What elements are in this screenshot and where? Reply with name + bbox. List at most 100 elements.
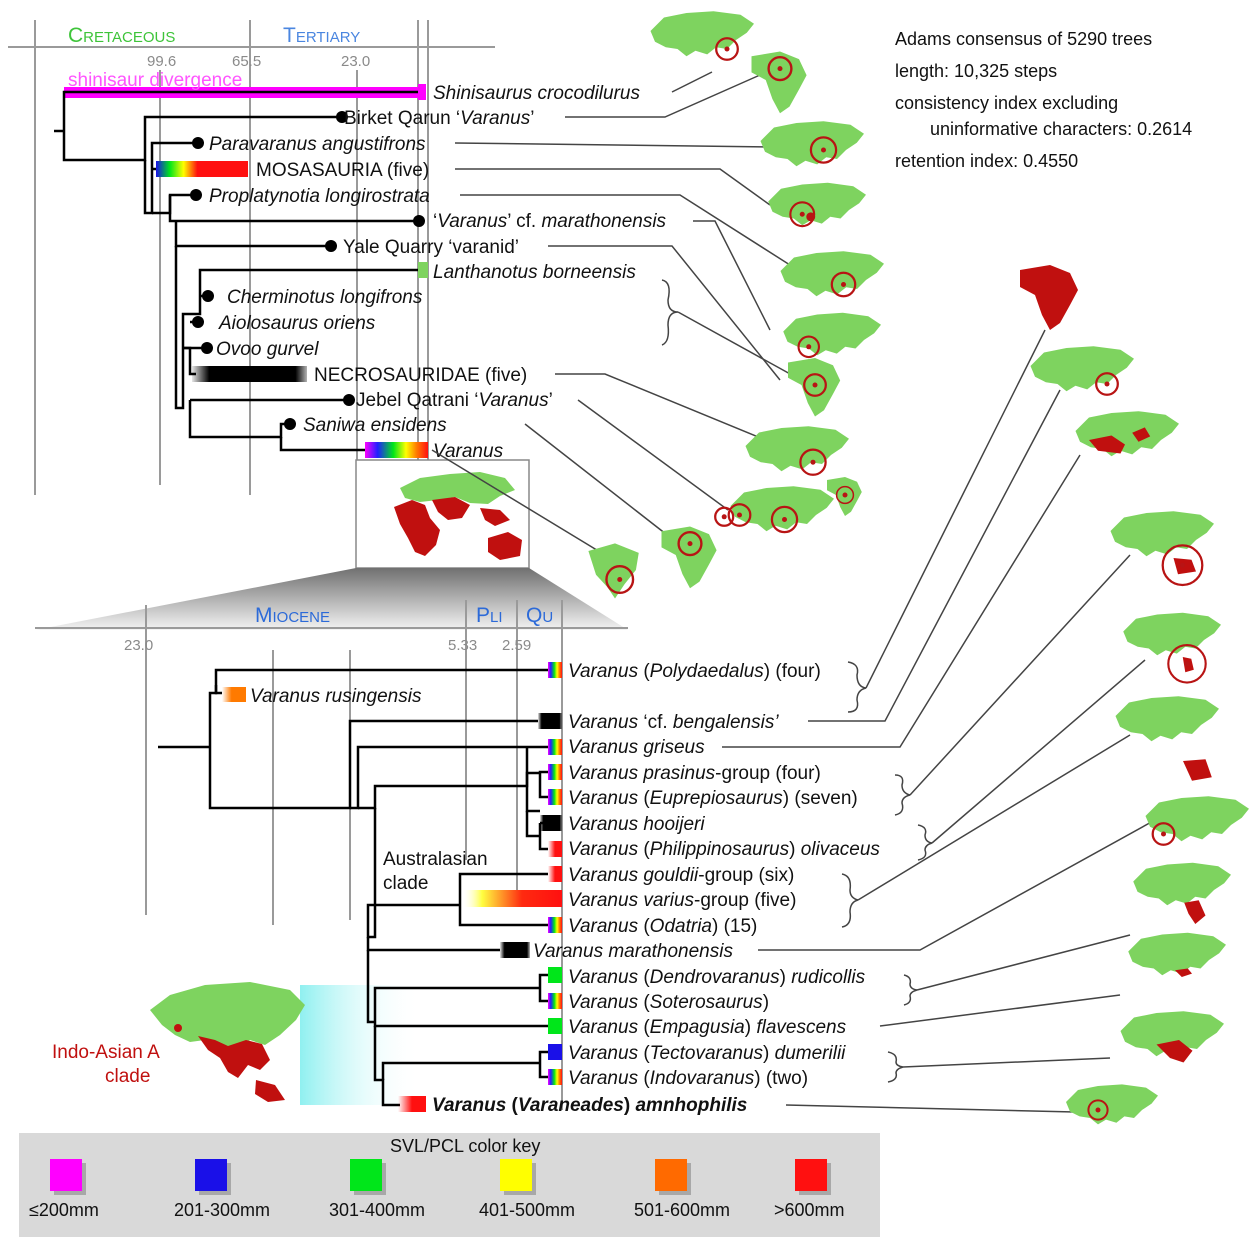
tick-5-33: 5.33 (448, 637, 477, 654)
taxon-text-run: ( (638, 1017, 650, 1038)
taxon-text-run: NECROSAURIDAE (five) (314, 365, 527, 386)
taxon-bottom-17: Varanus (Varaneades) amnhophilis (432, 1095, 747, 1116)
taxon-text-run: Saniwa ensidens (303, 415, 447, 436)
taxon-text-run: ( (638, 916, 650, 937)
taxon-text-run: Varanus varius (568, 890, 695, 911)
varanus-tip-bar (365, 442, 428, 458)
tick-23-0-top: 23.0 (341, 53, 370, 70)
indoasian-clade-label-1: Indo-Asian A (52, 1042, 160, 1063)
taxon-text-run: Varanus (568, 916, 639, 937)
taxon-text-run: Odatria (650, 916, 712, 937)
taxon-text-run: Varanus (568, 712, 639, 733)
australasian-clade-label-2: clade (383, 873, 428, 894)
color-swatch (795, 1159, 827, 1191)
locality-map (1120, 1011, 1224, 1063)
taxon-text-run: Varanus (568, 1068, 639, 1089)
taxon-bottom-10: Varanus (Odatria) (15) (568, 916, 757, 937)
taxon-text-run: Polydaedalus (650, 661, 765, 682)
australasian-clade-label-1: Australasian (383, 849, 488, 870)
taxon-text-run: Varanus marathonensis (533, 941, 733, 962)
tip-bar-empagusia (548, 1018, 562, 1034)
top-tree (54, 84, 428, 458)
taxon-text-run: Varanus (568, 839, 639, 860)
tip-bar-tectovaranus (548, 1044, 562, 1060)
locality-map (827, 477, 862, 516)
tip-bar-prasinus (548, 764, 562, 780)
locality-map (1030, 346, 1134, 396)
stat-length: length: 10,325 steps (895, 61, 1057, 81)
taxon-text-run: -group (six) (698, 865, 794, 886)
divergence-label: shinisaur divergence (68, 70, 242, 91)
tip-bar-gouldii (548, 866, 562, 882)
taxon-text-run: ) (745, 1017, 757, 1038)
taxon-text-run: bengalensis’ (673, 712, 779, 733)
tick-99-6: 99.6 (147, 53, 176, 70)
locality-map (714, 486, 834, 534)
locality-map (1145, 796, 1249, 846)
tip-bar-marathonensis (500, 942, 530, 958)
taxon-text-run: Indovaranus (650, 1068, 755, 1089)
zoom-connector (35, 568, 628, 630)
taxon-text-run: Birket Qarun ‘ (344, 108, 460, 129)
taxon-text-run: Soterosaurus (650, 992, 764, 1013)
color-swatch (655, 1159, 687, 1191)
taxon-text-run: ‘ (433, 211, 437, 232)
color-key-title: SVL/PCL color key (390, 1136, 540, 1156)
stat-ci-line1: consistency index excluding (895, 93, 1118, 113)
fossil-node-paravaranus (192, 137, 204, 149)
taxon-text-run: Varaneades (518, 1095, 624, 1116)
tip-bar-varius (462, 890, 562, 907)
taxon-bottom-7: Varanus (Philippinosaurus) olivaceus (568, 839, 880, 860)
taxon-text-run: olivaceus (801, 839, 881, 860)
epoch-miocene: Miocene (255, 604, 330, 627)
color-key-label: 401-500mm (479, 1200, 575, 1220)
tip-bar-euprepiosaurus (548, 789, 562, 805)
taxon-text-run: ’ (549, 390, 553, 411)
taxon-text-run: Varanus griseus (568, 737, 705, 758)
tree-statistics: Adams consensus of 5290 trees length: 10… (895, 29, 1192, 171)
fossil-node-cf-marathonensis (413, 215, 425, 227)
locality-map (1020, 265, 1078, 330)
color-swatch (195, 1159, 227, 1191)
color-swatch (500, 1159, 532, 1191)
taxon-text-run: Proplatynotia longirostrata (209, 186, 430, 207)
indoasian-clade-label-2: clade (105, 1066, 150, 1087)
locality-map (780, 251, 884, 298)
taxon-text-run: Paravaranus angustifrons (209, 134, 426, 155)
tip-bar-hooijeri (540, 815, 562, 831)
taxon-text-run: ‘cf. (638, 712, 673, 733)
taxon-top-9: Aiolosaurus oriens (218, 313, 376, 334)
taxon-text-run: Ovoo gurvel (216, 339, 319, 360)
taxon-text-run: Varanus (479, 390, 550, 411)
taxon-text-run: ( (638, 788, 650, 809)
locality-map (650, 11, 754, 61)
shinisaurus-tip-bar (418, 84, 426, 100)
tick-23-0-bottom: 23.0 (124, 637, 153, 654)
tip-bar-indovaranus (548, 1069, 562, 1085)
taxon-top-2: Paravaranus angustifrons (209, 134, 426, 155)
taxon-text-run: ( (638, 839, 650, 860)
taxon-text-run: Lanthanotus borneensis (433, 262, 636, 283)
stat-ci-line2: uninformative characters: 0.2614 (930, 119, 1192, 139)
color-key-panel (19, 1133, 880, 1237)
taxon-text-run: Yale Quarry ‘varanid’ (343, 237, 519, 258)
taxon-text-run: Varanus (568, 1043, 639, 1064)
taxon-text-run: ) (seven) (783, 788, 858, 809)
fossil-node-ovoo (201, 342, 213, 354)
taxon-text-run: ( (638, 1043, 650, 1064)
taxon-text-run: Jebel Qatrani ‘ (356, 390, 479, 411)
taxon-text-run: dumerilii (775, 1043, 847, 1064)
taxon-text-run: Varanus gouldii (568, 865, 699, 886)
locality-map (788, 358, 841, 417)
taxon-text-run: Euprepiosaurus (650, 788, 784, 809)
indoasian-map (150, 982, 305, 1102)
taxon-text-run: flavescens (756, 1017, 846, 1038)
taxon-text-run: Empagusia (650, 1017, 745, 1038)
tip-bar-bengalensis (538, 713, 562, 729)
indoasian-highlight (300, 985, 420, 1105)
taxon-text-run: -group (four) (715, 763, 821, 784)
taxon-top-6: Yale Quarry ‘varanid’ (343, 237, 519, 258)
taxon-text-run: Varanus rusingensis (250, 686, 422, 707)
locality-map (1115, 696, 1219, 781)
